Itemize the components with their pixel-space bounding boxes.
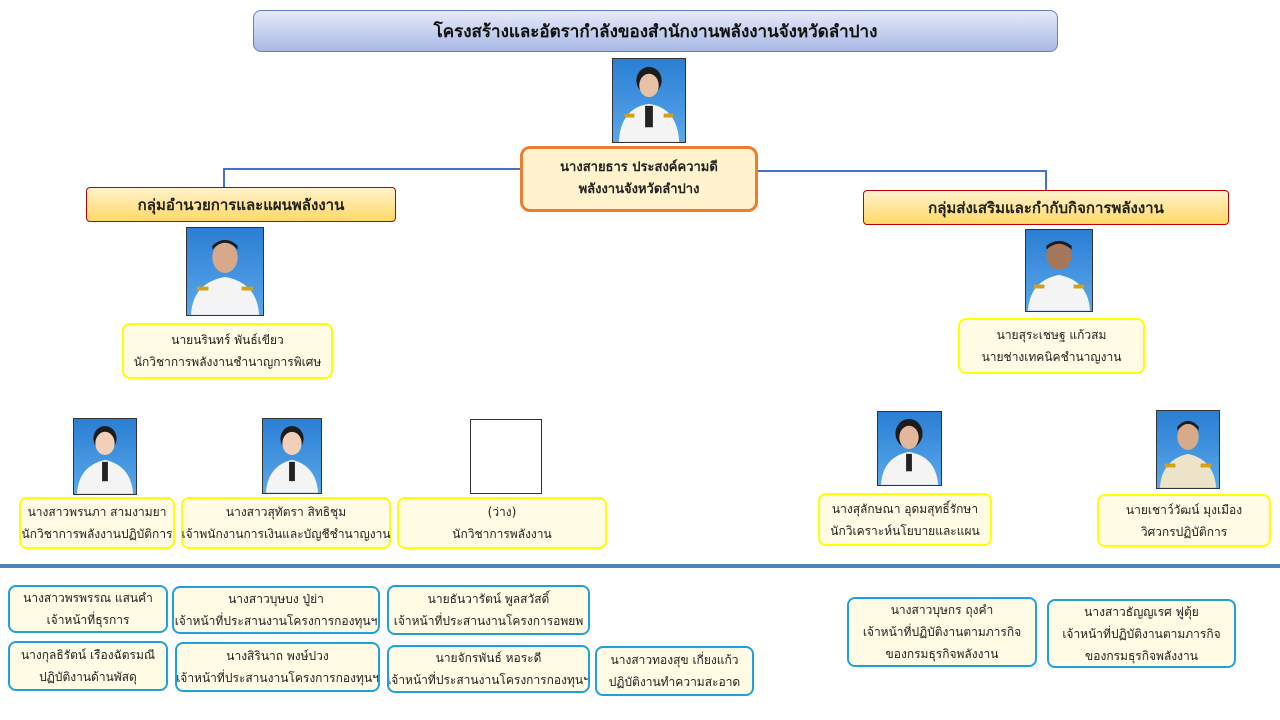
support-5-position: เจ้าหน้าที่ประสานงานโครงการกองทุนฯ bbox=[176, 671, 379, 685]
head-box: นางสายธาร ประสงค์ความดี พลังงานจังหวัดลำ… bbox=[520, 146, 758, 212]
right-lead-box: นายสุระเชษฐ แก้วสม นายช่างเทคนิคชำนาญงาน bbox=[958, 318, 1145, 374]
support-3-box: นายธันวารัตน์ พูลสวัสดิ์ เจ้าหน้าที่ประส… bbox=[387, 585, 590, 635]
left-staff-1-box: นางสาวพรนภา สามงามยา นักวิชาการพลังงานปฏ… bbox=[19, 497, 175, 549]
support-7-position: ปฏิบัติงานทำความสะอาด bbox=[608, 675, 741, 689]
left-staff-3-name: (ว่าง) bbox=[487, 505, 517, 519]
head-photo bbox=[612, 58, 686, 143]
support-5-name: นางสิรินาถ พงษ์ปวง bbox=[226, 649, 329, 663]
support-1-box: นางสาวพรพรรณ แสนคำ เจ้าหน้าที่ธุรการ bbox=[8, 585, 168, 633]
support-1-name: นางสาวพรพรรณ แสนคำ bbox=[23, 591, 153, 605]
support-1-position: เจ้าหน้าที่ธุรการ bbox=[46, 613, 130, 627]
left-staff-2-name: นางสาวสุทัตรา สิทธิชุม bbox=[225, 505, 347, 519]
support-right-1-position-1: เจ้าหน้าที่ปฏิบัติงานตามภารกิจ bbox=[862, 625, 1022, 639]
person-portrait-icon bbox=[1159, 420, 1217, 488]
support-3-position: เจ้าหน้าที่ประสานงานโครงการอพยพ bbox=[393, 614, 584, 628]
support-6-position: เจ้าหน้าที่ประสานงานโครงการกองทุนฯ bbox=[387, 673, 590, 687]
support-4-position: ปฏิบัติงานด้านพัสดุ bbox=[39, 670, 137, 684]
support-4-name: นางกุลธิรัตน์ เรืองฉัตรมณี bbox=[20, 648, 156, 662]
left-staff-2-box: นางสาวสุทัตรา สิทธิชุม เจ้าพนักงานการเงิ… bbox=[181, 497, 391, 549]
left-staff-2-position: เจ้าพนักงานการเงินและบัญชีชำนาญงาน bbox=[181, 527, 391, 541]
right-lead-position: นายช่างเทคนิคชำนาญงาน bbox=[981, 350, 1122, 364]
left-lead-position: นักวิชาการพลังงานชำนาญการพิเศษ bbox=[133, 355, 322, 369]
left-staff-1-position: นักวิชาการพลังงานปฏิบัติการ bbox=[21, 527, 173, 541]
page-title: โครงสร้างและอัตรากำลังของสำนักงานพลังงาน… bbox=[253, 10, 1058, 52]
right-staff-1-name: นางสุลักษณา อุดมสุทธิ์รักษา bbox=[831, 501, 979, 516]
right-lead-name: นายสุระเชษฐ แก้วสม bbox=[996, 328, 1107, 342]
support-right-1-position-2: ของกรมธุรกิจพลังงาน bbox=[885, 647, 999, 661]
support-6-name: นายจักรพันธ์ หอระดี bbox=[435, 651, 542, 665]
support-2-position: เจ้าหน้าที่ประสานงานโครงการกองทุนฯ bbox=[174, 614, 378, 628]
right-staff-2-box: นายเชาว์วัฒน์ มุงเมือง วิศวกรปฏิบัติการ bbox=[1097, 494, 1271, 547]
support-5-box: นางสิรินาถ พงษ์ปวง เจ้าหน้าที่ประสานงานโ… bbox=[175, 642, 380, 692]
left-staff-2-photo bbox=[262, 418, 322, 494]
support-3-name: นายธันวารัตน์ พูลสวัสดิ์ bbox=[427, 592, 550, 606]
group-left-header: กลุ่มอำนวยการและแผนพลังงาน bbox=[86, 187, 396, 222]
person-portrait-icon bbox=[265, 426, 319, 493]
support-7-name: นางสาวทองสุข เกี่ยงแก้ว bbox=[610, 653, 739, 667]
person-portrait-icon bbox=[880, 418, 939, 485]
person-portrait-icon bbox=[1027, 240, 1091, 311]
right-staff-1-position: นักวิเคราะห์นโยบายและแผน bbox=[830, 523, 980, 538]
left-staff-3-box: (ว่าง) นักวิชาการพลังงาน bbox=[397, 497, 607, 549]
support-2-box: นางสาวบุษบง ปู่ย่า เจ้าหน้าที่ประสานงานโ… bbox=[172, 586, 380, 634]
support-right-1-box: นางสาวบุษกร ถุงคำ เจ้าหน้าที่ปฏิบัติงานต… bbox=[847, 597, 1037, 667]
support-right-2-box: นางสาวธัญญเรศ ฟูตุ้ย เจ้าหน้าที่ปฏิบัติง… bbox=[1047, 599, 1236, 668]
person-portrait-icon bbox=[76, 425, 134, 494]
head-name: นางสายธาร ประสงค์ความดี bbox=[560, 160, 718, 175]
group-right-header: กลุ่มส่งเสริมและกำกับกิจการพลังงาน bbox=[863, 190, 1229, 225]
right-staff-2-photo bbox=[1156, 410, 1220, 489]
person-portrait-icon bbox=[190, 239, 260, 315]
right-lead-photo bbox=[1025, 229, 1093, 312]
support-4-box: นางกุลธิรัตน์ เรืองฉัตรมณี ปฏิบัติงานด้า… bbox=[8, 641, 168, 691]
right-staff-2-position: วิศวกรปฏิบัติการ bbox=[1140, 524, 1228, 539]
left-lead-box: นายนรินทร์ พันธ์เขียว นักวิชาการพลังงานช… bbox=[122, 323, 333, 379]
support-6-box: นายจักรพันธ์ หอระดี เจ้าหน้าที่ประสานงาน… bbox=[387, 645, 590, 693]
support-right-1-name: นางสาวบุษกร ถุงคำ bbox=[890, 603, 994, 617]
connector-right-drop bbox=[1045, 170, 1047, 190]
right-staff-1-photo bbox=[877, 411, 942, 486]
connector-left-drop bbox=[223, 168, 225, 188]
left-lead-name: นายนรินทร์ พันธ์เขียว bbox=[171, 333, 284, 347]
vacant-photo-placeholder bbox=[470, 419, 542, 494]
support-7-box: นางสาวทองสุข เกี่ยงแก้ว ปฏิบัติงานทำความ… bbox=[595, 646, 754, 696]
section-divider bbox=[0, 564, 1280, 568]
left-staff-1-photo bbox=[73, 418, 137, 495]
support-right-2-name: นางสาวธัญญเรศ ฟูตุ้ย bbox=[1084, 604, 1199, 619]
support-right-2-position-1: เจ้าหน้าที่ปฏิบัติงานตามภารกิจ bbox=[1062, 626, 1221, 641]
connector-top-right bbox=[758, 170, 1047, 172]
left-lead-photo bbox=[186, 227, 264, 316]
support-2-name: นางสาวบุษบง ปู่ย่า bbox=[228, 592, 324, 606]
right-staff-2-name: นายเชาว์วัฒน์ มุงเมือง bbox=[1125, 502, 1243, 517]
person-portrait-icon bbox=[618, 66, 680, 142]
head-position: พลังงานจังหวัดลำปาง bbox=[578, 182, 700, 197]
support-right-2-position-2: ของกรมธุรกิจพลังงาน bbox=[1085, 648, 1198, 663]
left-staff-3-position: นักวิชาการพลังงาน bbox=[452, 527, 552, 541]
left-staff-1-name: นางสาวพรนภา สามงามยา bbox=[27, 505, 167, 519]
right-staff-1-box: นางสุลักษณา อุดมสุทธิ์รักษา นักวิเคราะห์… bbox=[818, 493, 992, 546]
connector-top-left bbox=[224, 168, 522, 170]
